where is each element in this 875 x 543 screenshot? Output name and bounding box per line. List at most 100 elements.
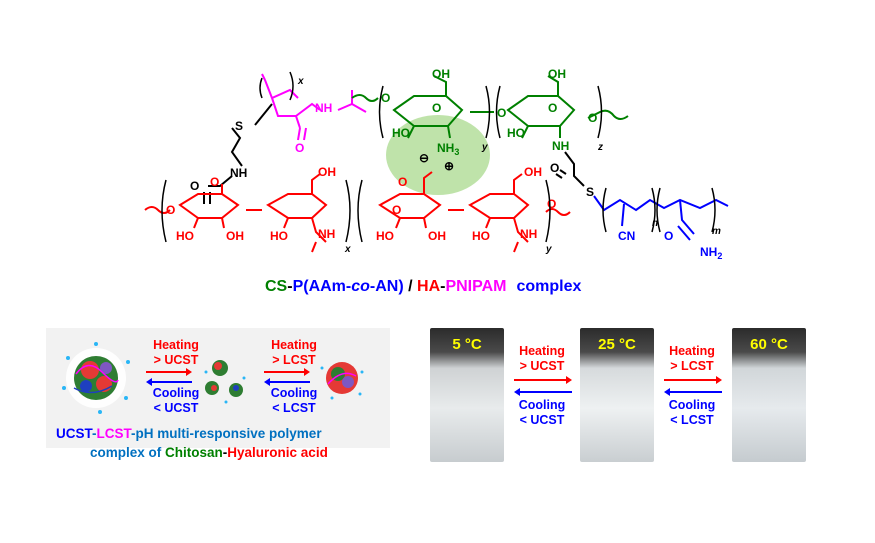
vial-5c: 5 °C xyxy=(430,328,504,462)
caption-rest: -pH multi-responsive polymer xyxy=(131,426,322,441)
right-step1-cooling-cond: < UCST xyxy=(519,413,565,427)
acetyl-s-label: S xyxy=(586,185,594,199)
vial-5c-temp: 5 °C xyxy=(452,336,482,353)
title-cs: CS xyxy=(265,278,288,295)
linker-o-label: O xyxy=(190,179,199,193)
left-step2-heating-cond: > LCST xyxy=(272,353,316,367)
title-slash: / xyxy=(403,278,418,295)
chemical-structure-diagram: x NH O S NH O O OH O HO NH3 O OH O HO NH… xyxy=(144,67,729,261)
ha-o-3: O xyxy=(392,203,401,217)
paam-an-chain xyxy=(593,195,729,241)
right-step2-heating-label: Heating xyxy=(669,344,715,358)
title-dash1: - xyxy=(287,278,293,295)
left-step1-heating-label: Heating xyxy=(153,338,199,352)
left-arrows-2 xyxy=(264,368,310,386)
title-p: P(AAm- xyxy=(292,278,352,295)
left-step1-cooling-cond: < UCST xyxy=(153,401,199,415)
right-arrows xyxy=(514,376,722,396)
title-co: co xyxy=(351,278,370,295)
caption-dash2: - xyxy=(222,445,228,460)
title-pnipam: PNIPAM xyxy=(445,278,507,295)
caption-dash1: - xyxy=(92,426,97,441)
pnipam-o-label: O xyxy=(295,141,304,155)
ha-oh-4: OH xyxy=(428,229,446,243)
chitosan-brackets xyxy=(378,85,603,139)
chitosan-y-subscript: y xyxy=(481,142,488,153)
left-step2-cooling-label: Cooling xyxy=(270,386,318,400)
right-step1-heating-cond: > UCST xyxy=(519,359,565,373)
ha-nh-1: NH xyxy=(318,227,335,241)
left-caption-line2: complex of Chitosan-Hyaluronic acid xyxy=(90,445,328,460)
right-step1-cooling-label: Cooling xyxy=(518,398,566,412)
right-step1-heating: Heating > UCST xyxy=(502,344,582,374)
title-an: -AN) xyxy=(369,278,404,295)
right-step1-cooling: Cooling < UCST xyxy=(502,398,582,428)
polymer-assembly-illustration xyxy=(62,342,364,414)
ha-x-subscript: x xyxy=(344,244,351,255)
left-arrows-1 xyxy=(146,368,192,386)
pnipam-nh-label: NH xyxy=(315,101,332,115)
chitosan-nh3-1: NH3 xyxy=(437,141,459,157)
ha-y-subscript: y xyxy=(545,244,552,255)
right-step2-cooling-cond: < LCST xyxy=(670,413,714,427)
ammonium-plus: ⊕ xyxy=(444,159,454,173)
acetyl-linker xyxy=(555,151,585,187)
chitosan-z-subscript: z xyxy=(597,142,603,153)
ha-oh-5: OH xyxy=(524,165,542,179)
ha-oh-6: HO xyxy=(472,229,490,243)
acetyl-o-label: O xyxy=(550,161,559,175)
chitosan-oh-2: OH xyxy=(548,67,566,81)
aam-o-label: O xyxy=(664,229,673,243)
left-step1-cooling: Cooling < UCST xyxy=(136,386,216,416)
chitosan-ho-2: HO xyxy=(507,126,525,140)
left-step2-cooling: Cooling < LCST xyxy=(254,386,334,416)
chitosan-ho-1: HO xyxy=(392,126,410,140)
chitosan-oh-1: OH xyxy=(432,67,450,81)
lcst-aggregate xyxy=(320,362,364,400)
title-dash2: - xyxy=(440,278,446,295)
pnipam-chain xyxy=(261,73,367,141)
left-step1-heating-cond: > UCST xyxy=(153,353,199,367)
caption-ha: Hyaluronic acid xyxy=(227,445,328,460)
right-step2-heating-cond: > LCST xyxy=(670,359,714,373)
carboxylate-minus: ⊖ xyxy=(419,151,429,165)
ha-oh-3: HO xyxy=(270,229,288,243)
ha-o-5: O xyxy=(547,197,556,211)
chitosan-chain xyxy=(351,75,629,139)
chitosan-nh-2: NH xyxy=(552,139,569,153)
chitosan-o-1: O xyxy=(381,91,390,105)
pnipam-x-subscript: x xyxy=(297,76,304,87)
left-step2-heating-label: Heating xyxy=(271,338,317,352)
ha-brackets xyxy=(161,179,551,243)
ha-nh-2: NH xyxy=(520,227,537,241)
caption-chitosan: Chitosan xyxy=(165,445,223,460)
caption-complex-of: complex of xyxy=(90,445,166,460)
paam-m-subscript: m xyxy=(712,226,721,237)
an-cn-label: CN xyxy=(618,229,635,243)
chitosan-o-ring-1: O xyxy=(432,101,441,115)
chitosan-o-3: O xyxy=(588,111,597,125)
paam-an-brackets xyxy=(602,187,716,233)
right-step2-cooling: Cooling < LCST xyxy=(652,398,732,428)
ionic-interaction-highlight xyxy=(386,115,490,195)
left-step2-heating: Heating > LCST xyxy=(254,338,334,368)
right-step2-heating: Heating > LCST xyxy=(652,344,732,374)
pnipam-bracket xyxy=(259,71,294,101)
ha-o-2: O xyxy=(210,175,219,189)
vial-25c: 25 °C xyxy=(580,328,654,462)
paam-n-subscript: n xyxy=(652,218,658,229)
dissociated-particles xyxy=(204,360,246,404)
caption-lcst: LCST xyxy=(96,426,132,441)
title-complex: complex xyxy=(516,278,582,295)
title-ha: HA xyxy=(417,278,441,295)
left-step1-heating: Heating > UCST xyxy=(136,338,216,368)
right-step2-cooling-label: Cooling xyxy=(668,398,716,412)
hyaluronic-acid-chain xyxy=(144,171,571,253)
left-step1-cooling-label: Cooling xyxy=(152,386,200,400)
chitosan-o-ring-2: O xyxy=(548,101,557,115)
aam-nh2-label: NH2 xyxy=(700,245,722,261)
ha-ho-2: HO xyxy=(376,229,394,243)
caption-ucst: UCST xyxy=(56,426,93,441)
left-caption-line1: UCST-LCST-pH multi-responsive polymer xyxy=(56,426,322,441)
